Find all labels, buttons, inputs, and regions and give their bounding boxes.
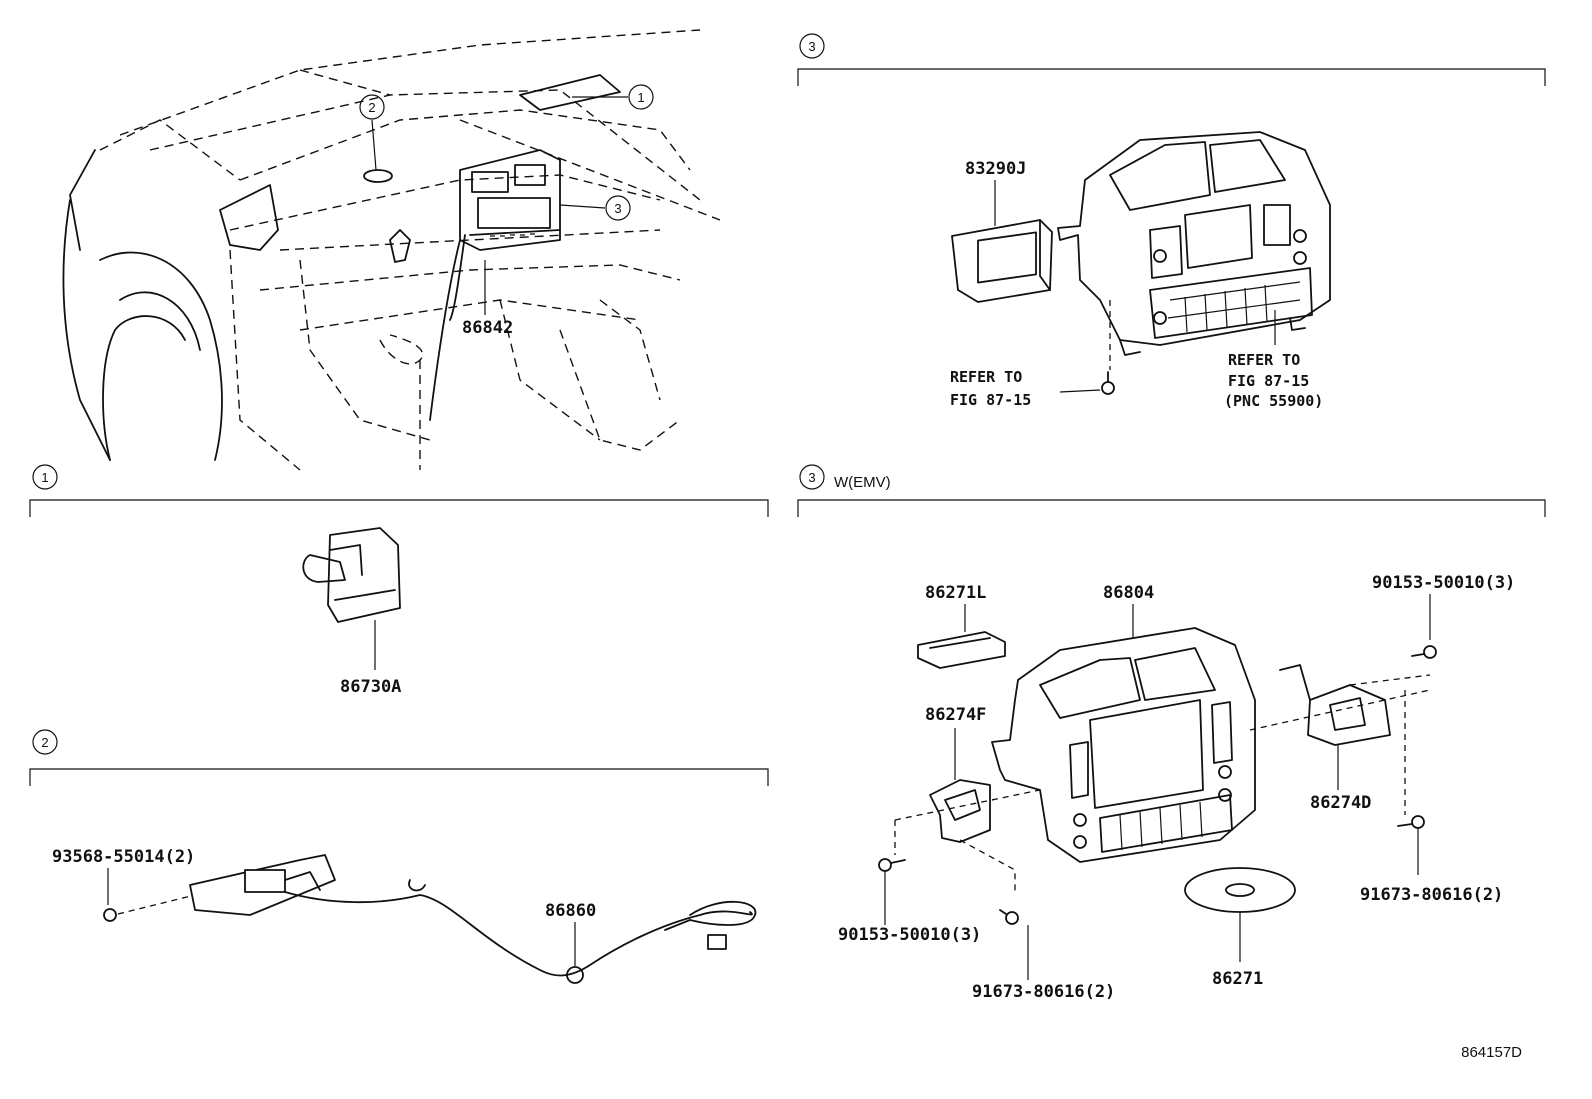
section-1-marker-circle [32, 464, 58, 490]
part-label-90153-50010-right: 90153-50010(3) [1372, 573, 1515, 593]
section-3-emv: 3 W(EMV) 86271L 86804 86274F [797, 464, 1546, 1002]
part-label-86274F: 86274F [925, 705, 986, 725]
section-3-top-marker: 3 [808, 39, 815, 54]
callout-1: 1 [637, 90, 644, 105]
callout-2: 2 [368, 100, 375, 115]
part-label-90153-50010-left: 90153-50010(3) [838, 925, 981, 945]
section-2-marker-circle [32, 729, 58, 755]
part-label-86271: 86271 [1212, 969, 1263, 989]
part-label-86274D: 86274D [1310, 793, 1371, 813]
callout-3: 3 [614, 201, 621, 216]
callout-2-circle [359, 94, 385, 120]
callout-1-circle [628, 84, 654, 110]
part-label-86842: 86842 [462, 318, 513, 338]
section-3-emv-marker-circle [799, 464, 825, 490]
part-label-91673-80616-left: 91673-80616(2) [972, 982, 1115, 1002]
part-label-83290J: 83290J [965, 159, 1026, 179]
refer-right-line3: (PNC 55900) [1224, 392, 1323, 410]
console-bezel-emv [991, 627, 1256, 863]
refer-right-line1: REFER TO [1228, 351, 1300, 369]
section-3-top: 3 83290J REFER TO [797, 33, 1546, 410]
refer-left-line1: REFER TO [950, 368, 1022, 386]
section-3-emv-title: W(EMV) [834, 474, 891, 491]
part-label-93568-55014: 93568-55014(2) [52, 847, 195, 867]
figure-reference: 864157D [1461, 1044, 1522, 1061]
refer-right-line2: FIG 87-15 [1228, 372, 1309, 390]
part-label-86804: 86804 [1103, 583, 1154, 603]
callout-3-circle [605, 195, 631, 221]
part-label-86860: 86860 [545, 901, 596, 921]
overview-illustration: 1 2 3 86842 [62, 29, 721, 471]
section-1: 1 86730A [29, 464, 769, 697]
section-2-marker: 2 [41, 735, 48, 750]
section-2: 2 93568-55014(2) 86860 [29, 729, 769, 984]
part-label-86730A: 86730A [340, 677, 401, 697]
section-3-emv-marker: 3 [808, 470, 815, 485]
console-bezel-top [1057, 131, 1331, 356]
section-1-marker: 1 [41, 470, 48, 485]
section-3-top-marker-circle [799, 33, 825, 59]
refer-left-line2: FIG 87-15 [950, 391, 1031, 409]
part-label-86271L: 86271L [925, 583, 986, 603]
part-label-91673-80616-right: 91673-80616(2) [1360, 885, 1503, 905]
